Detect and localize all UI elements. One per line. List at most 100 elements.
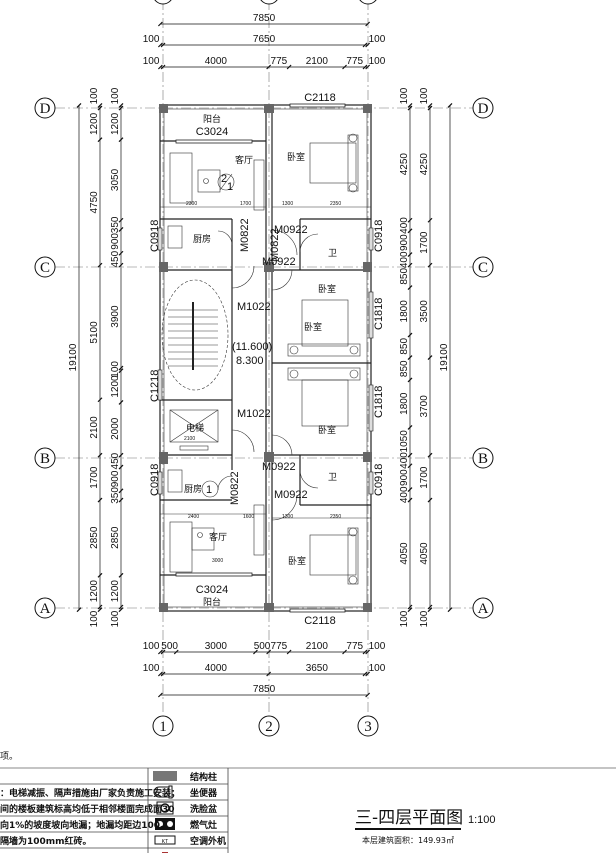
detail-ref-sheet: 1	[227, 181, 233, 193]
dimension-tick	[407, 332, 413, 338]
note-text: 间的楼板建筑标高均低于相邻楼面完成面30	[0, 803, 175, 815]
axis-label-C: C	[478, 260, 488, 276]
dimension-label: 775	[271, 641, 288, 652]
dimension-tick	[97, 497, 103, 503]
legend-label: 结构柱	[190, 771, 217, 783]
axis-bubble-2-top	[260, 0, 278, 5]
dimension-label: 350	[110, 216, 121, 233]
dimension-label: 400	[399, 486, 410, 503]
dimension-label: 4000	[205, 56, 228, 67]
dimension-label: 3700	[419, 395, 430, 418]
dimension-tick	[407, 105, 413, 111]
dimension-label: 100	[110, 610, 121, 627]
dimension-label: 500	[161, 641, 178, 652]
axis-bubble-1: 1	[152, 715, 174, 737]
door-tag-m0922: M0922	[274, 224, 308, 236]
room-label-bedroom: 卧室	[288, 555, 306, 567]
dimension-tick	[97, 397, 103, 403]
dimension-label: 850	[399, 360, 410, 377]
dimension-tick	[407, 285, 413, 290]
drawing-scale: 1:100	[468, 814, 496, 826]
detail-ref-number: 2	[221, 173, 227, 185]
dimension-label: 850	[399, 338, 410, 355]
room-label-bedroom: 卧室	[318, 283, 336, 295]
dimension-tick	[118, 464, 124, 470]
dimension-tick	[118, 250, 124, 256]
dimension-tick	[118, 262, 124, 268]
room-label-kitchen: 厨房	[184, 483, 202, 495]
dimension-label: 1700	[419, 231, 430, 254]
dimension-label: 1200	[110, 375, 121, 398]
stairwell	[161, 279, 229, 391]
dimension-label: 1200	[110, 112, 121, 135]
level-mark-lower: 8.300	[236, 355, 264, 367]
dimension-tick	[118, 368, 124, 374]
dimension-label: 100	[143, 56, 160, 67]
inner-dim: 1700	[240, 201, 251, 207]
dimension-label: 1800	[399, 392, 410, 415]
dimension-label: 100	[89, 87, 100, 104]
inner-dim: 2350	[330, 514, 341, 520]
legend-row-structural-column: 结构柱	[0, 771, 228, 785]
dimension-label: 450	[110, 250, 121, 267]
dimension-tick	[407, 262, 413, 268]
dimension-tick	[407, 425, 413, 430]
dimension-tick	[365, 21, 371, 27]
dimension-label: 100	[89, 610, 100, 627]
legend-label: 燃气灶	[190, 819, 217, 831]
dimension-tick	[97, 137, 103, 143]
dimension-label: 100	[110, 87, 121, 104]
dimension-label: 900	[399, 469, 410, 486]
room-labels: 阳台 C3024 客厅 厨房 卧室 卫 卧室 卧室 卧室 电梯 卫 厨房 客厅 …	[184, 113, 337, 608]
dimension-tick	[427, 607, 433, 613]
dimension-tick	[365, 42, 371, 48]
dimension-label: 5100	[89, 321, 100, 344]
axis-label-3: 3	[364, 719, 372, 735]
detail-ref-number: 1	[206, 484, 212, 496]
opening-tags: C2118 C2118 M0922 M0922 M0922 M0922 M102…	[149, 92, 385, 627]
dimension-tick	[160, 64, 166, 70]
door-tag-m0922: M0922	[262, 256, 296, 268]
axis-label-B: B	[478, 451, 488, 467]
dimension-tick	[173, 649, 179, 655]
dimension-tick	[407, 604, 413, 610]
dimension-tick	[286, 64, 292, 70]
axis-bubble-B-left: B	[34, 447, 56, 469]
dimension-label: 100	[143, 34, 160, 45]
room-label-elevator: 电梯	[186, 422, 204, 434]
dimension-label: 100	[399, 610, 410, 627]
axis-label-A: A	[40, 601, 51, 617]
ac-tag: KT	[162, 839, 168, 845]
inner-dim: 1300	[282, 201, 293, 207]
doors	[217, 229, 319, 521]
dimension-label: 3050	[110, 168, 121, 191]
structural-column-icon	[153, 771, 177, 781]
window-tag-c0918: C0918	[373, 220, 385, 252]
dimension-label: 7850	[253, 13, 276, 24]
dimension-label: 100	[369, 641, 386, 652]
dimension-tick	[407, 252, 413, 257]
dimension-label: 1700	[89, 466, 100, 489]
dimension-label: 4050	[419, 542, 430, 565]
dimension-tick	[118, 105, 124, 111]
dimension-label: 1200	[110, 580, 121, 603]
dimension-label: 7650	[253, 34, 276, 45]
dimension-label: 850	[399, 268, 410, 285]
note-text: 向1%的坡度坡向地漏；地漏均距边100。	[0, 819, 169, 831]
dimension-label: 2100	[306, 56, 329, 67]
dimension-chain: 1004250400900400850180085085018001050400…	[399, 87, 413, 627]
dimension-tick	[97, 105, 103, 111]
axis-bubble-C-left: C	[34, 256, 56, 278]
window-tag-c1218: C1218	[149, 370, 161, 402]
dimension-tick	[160, 649, 166, 655]
dimension-tick	[407, 452, 413, 458]
inner-dimensions: 2300 1700 1300 2350 2400 1600 1300 2350 …	[184, 201, 341, 564]
dimension-chain: 1001200305035090045039001001200200045090…	[110, 87, 124, 627]
dimension-tick	[407, 228, 413, 234]
dimension-tick	[157, 21, 163, 27]
